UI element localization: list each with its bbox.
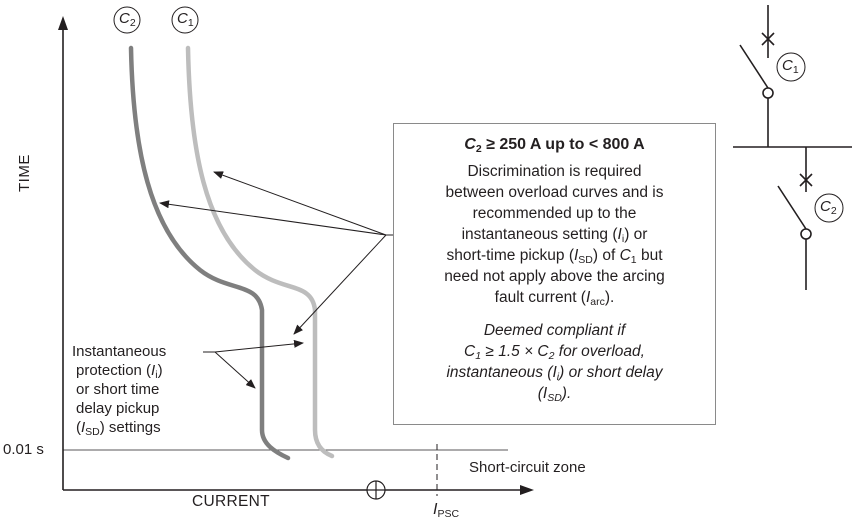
c2-curve-label: C2 [119,10,136,29]
box-title: C2 ≥ 250 A up to < 800 A [464,136,645,155]
arrow-note-to-c1 [214,339,304,353]
box-paragraph-2: Deemed compliant if C1 ≥ 1.5 × C2 for ov… [446,322,663,404]
note-line-4: delay pickup [76,400,160,417]
arrow-note-to-c2 [214,351,256,389]
arrow-to-c1-knee [293,234,387,335]
note-line-1: Instantaneous [72,343,167,360]
arrow-to-c1-curve [213,171,387,236]
note-line-2: protection (Ii) [76,362,163,381]
y-axis-arrow [58,16,68,30]
curve-c2 [128,45,291,461]
arrow-to-c2-curve [159,200,387,236]
schematic-c2-label: C2 [820,198,837,217]
short-circuit-zone-label: Short-circuit zone [469,459,586,476]
schematic-c2-label-circle [814,193,844,223]
x-axis-label: CURRENT [192,493,270,510]
y-tick-label: 0.01 s [3,441,44,458]
x-axis-arrow [520,485,534,495]
curve-c1 [185,45,335,459]
instantaneous-note: Instantaneous protection (Ii) or short t… [72,342,166,437]
c2-curve-label-circle [113,6,141,34]
c1-curve-label: C1 [177,10,194,29]
c1-curve-label-circle [171,6,199,34]
box-paragraph-1: Discrimination is required between overl… [444,163,665,308]
note-line-3: or short time [76,381,160,398]
circuit-schematic [733,5,852,290]
crosshair-symbol [366,480,386,500]
schematic-c1-label-circle [776,52,806,82]
y-axis-label: TIME [16,154,33,192]
ipsc-label: IPSC [433,501,460,520]
discrimination-info-box: C2 ≥ 250 A up to < 800 A Discrimination … [393,123,716,425]
note-line-5: (ISD) settings [76,419,161,438]
schematic-c1-label: C1 [782,57,799,76]
